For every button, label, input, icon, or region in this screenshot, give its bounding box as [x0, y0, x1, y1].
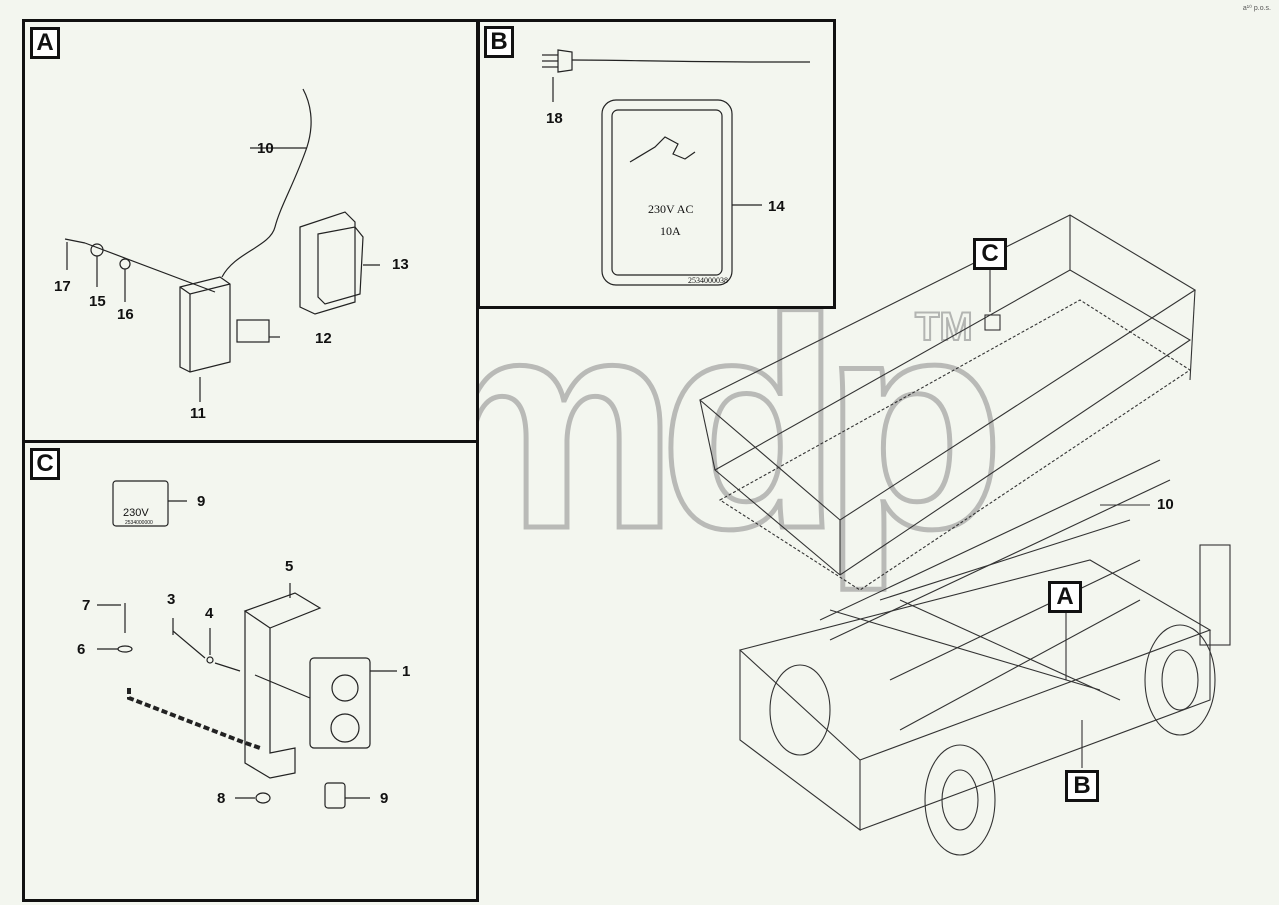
small-decal-text: 230V	[123, 507, 149, 519]
machine-tag-b: B	[1065, 770, 1099, 802]
callout-18: 18	[546, 110, 563, 127]
panel-c-label: C	[30, 448, 60, 480]
panel-c-drawing	[97, 480, 397, 809]
decal-voltage: 230V AC	[648, 202, 694, 216]
callout-1: 1	[402, 663, 411, 680]
callout-17: 17	[54, 278, 71, 295]
callout-13: 13	[392, 256, 409, 273]
callout-12: 12	[315, 330, 332, 347]
callout-10: 10	[257, 140, 274, 157]
machine-tag-c: C	[973, 238, 1007, 270]
callout-14: 14	[768, 198, 785, 215]
panel-a-label: A	[30, 27, 60, 59]
panel-b-label: B	[484, 26, 514, 58]
cable-line	[221, 88, 312, 278]
panel-a-drawing	[64, 88, 380, 402]
small-decal-code: 2534000000	[125, 520, 153, 526]
corner-text: a¹⁰ p.o.s.	[1242, 5, 1271, 12]
decal-code: 2534000038	[688, 276, 728, 285]
callout-16: 16	[117, 306, 134, 323]
callout-10-machine: 10	[1157, 496, 1174, 513]
machine-tag-a: A	[1048, 581, 1082, 613]
callout-11: 11	[190, 405, 206, 422]
callout-6: 6	[77, 641, 86, 658]
panel-a: A 10 13 17 15 16 12 11	[22, 19, 479, 443]
callout-8: 8	[217, 790, 226, 807]
callout-3: 3	[167, 591, 176, 608]
callout-5: 5	[285, 558, 294, 575]
callout-9-top: 9	[197, 493, 206, 510]
panel-b-drawing	[542, 49, 810, 286]
callout-7: 7	[82, 597, 91, 614]
callout-15: 15	[89, 293, 106, 310]
watermark-tm: TM	[914, 304, 974, 350]
callout-4: 4	[205, 605, 214, 622]
callout-9-bottom: 9	[380, 790, 389, 807]
panel-b: B 18 14 230V AC 10A 2534000038	[477, 19, 836, 309]
decal-current: 10A	[660, 224, 681, 238]
panel-c: C 230V 2534000000 9 5 7 3 4 6 1 8 9	[22, 440, 479, 902]
